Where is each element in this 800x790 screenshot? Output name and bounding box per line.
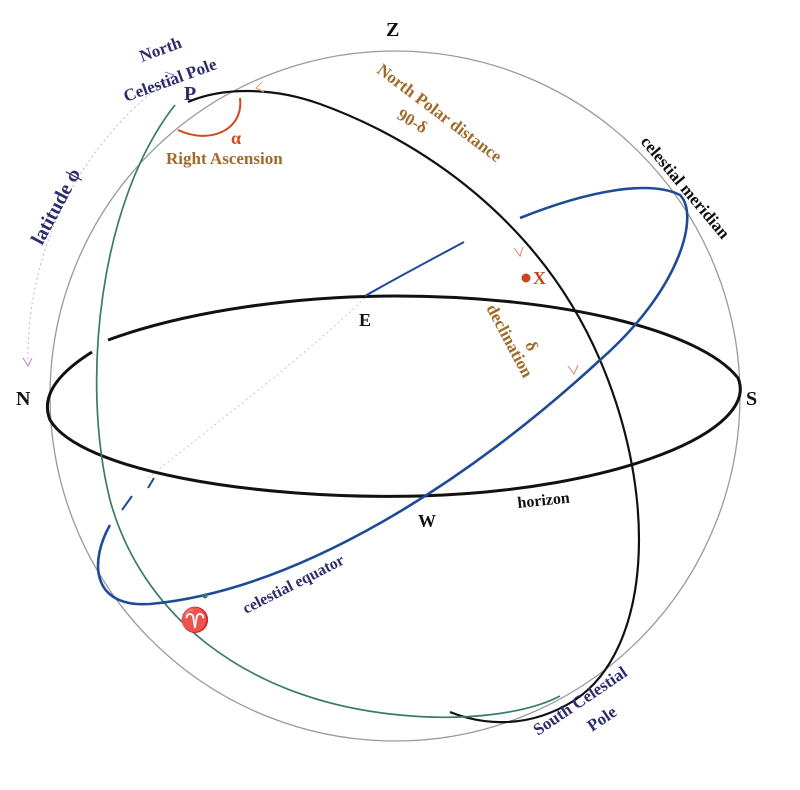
celestial-equator-label: celestial equator — [240, 552, 347, 618]
north-point-label: N — [16, 388, 31, 410]
npd-arrow-top — [255, 81, 265, 93]
right-ascension-arc — [177, 97, 242, 137]
latitude-arrow-bottom — [22, 357, 33, 368]
north-polar-distance-label: North Polar distance — [374, 60, 506, 166]
latitude-arrow-top — [164, 71, 176, 81]
star-x-label: X — [533, 268, 546, 288]
equator-hidden-part — [147, 297, 366, 479]
dec-arrow-bottom — [567, 364, 579, 375]
equator-segment-east — [364, 241, 465, 297]
equator-segment-tick2 — [147, 477, 155, 489]
east-point-label: E — [359, 310, 371, 330]
north-celestial-pole-label-line2: Celestial Pole — [121, 54, 220, 105]
latitude-label: latitude ϕ — [27, 165, 85, 249]
latitude-arc — [27, 77, 171, 363]
right-ascension-label: Right Ascension — [166, 149, 283, 168]
horizon-circle — [45, 294, 742, 498]
aries-point — [202, 593, 208, 599]
hour-circle — [95, 104, 561, 719]
north-celestial-pole-label-line1: North — [137, 33, 185, 66]
south-celestial-pole-label-line2: Pole — [584, 702, 621, 735]
celestial-meridian — [187, 89, 641, 724]
celestial-equator — [96, 186, 689, 606]
zenith-label: Z — [386, 19, 399, 41]
south-point-label: S — [746, 388, 757, 410]
star-x-dot — [521, 273, 531, 283]
south-celestial-pole-label-line1: South Celestial — [530, 662, 631, 739]
npd-arrow-bottom — [513, 246, 524, 258]
horizon-label: horizon — [517, 490, 571, 512]
celestial-sphere-outline — [49, 50, 741, 742]
equator-segment-tick — [121, 495, 133, 511]
aries-symbol: ♈ — [180, 606, 210, 634]
alpha-label: α — [231, 128, 241, 148]
declination-label: declination — [482, 301, 537, 381]
pole-p-label: P — [184, 83, 196, 105]
west-point-label: W — [418, 511, 436, 531]
